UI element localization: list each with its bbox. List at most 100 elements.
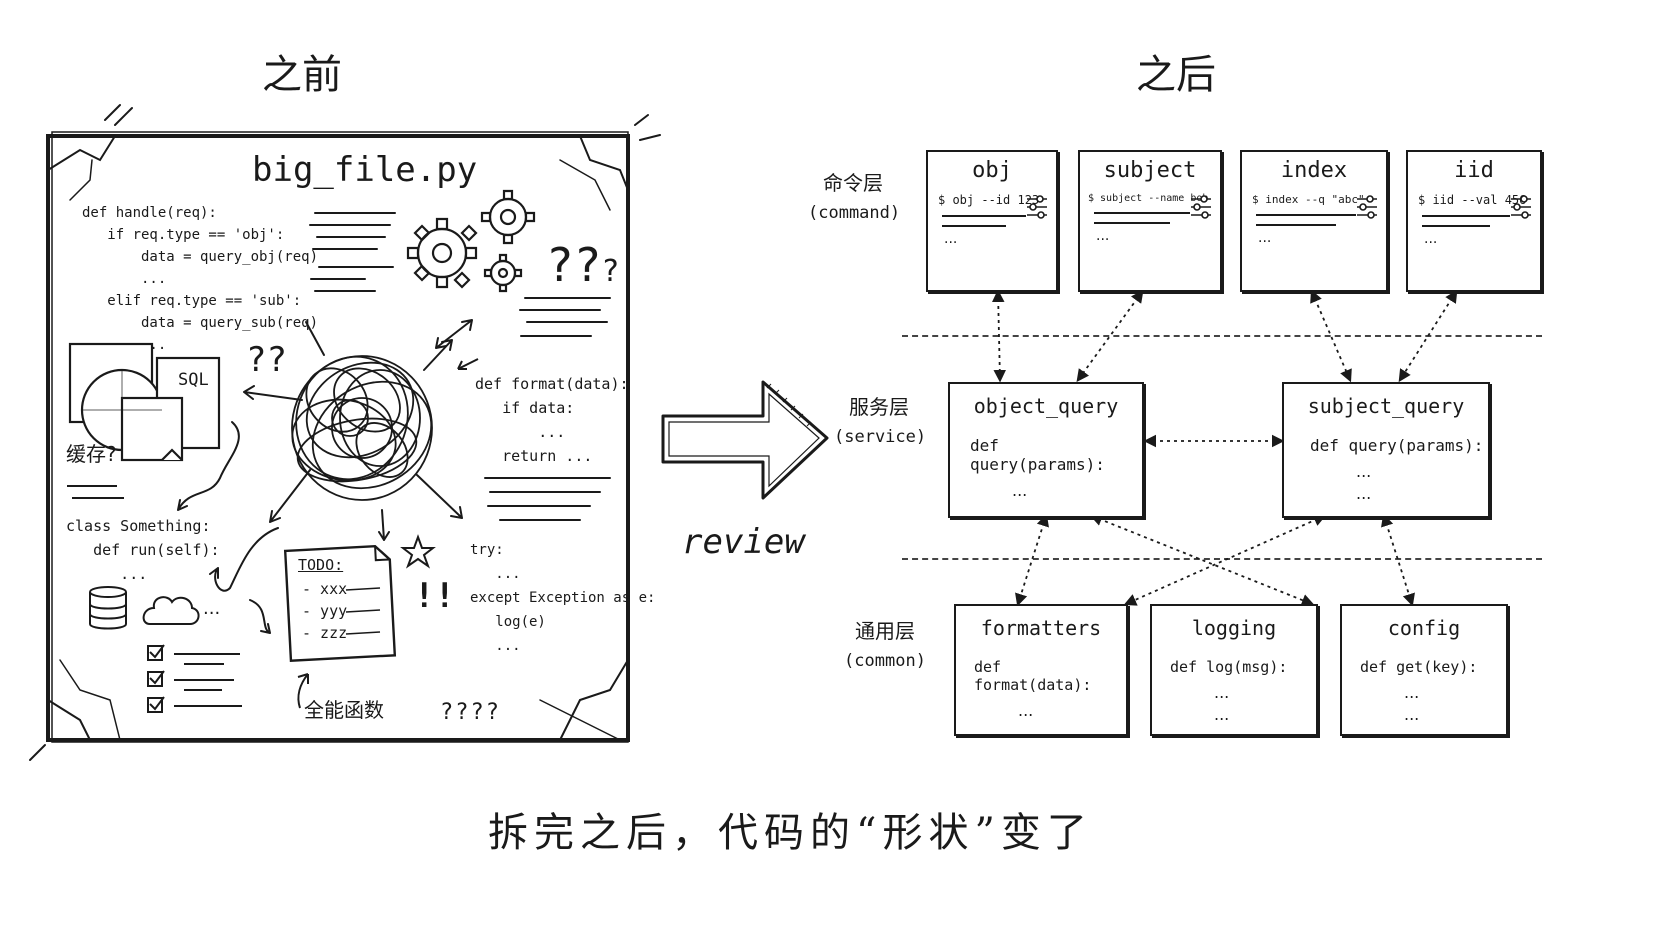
exclamation-marks: !! (414, 576, 455, 616)
omni-label: 全能函数 (304, 698, 384, 722)
command-ellipsis: ... (1096, 228, 1110, 244)
qq-big2: ? (601, 254, 620, 289)
text-rule (942, 215, 1026, 217)
scribble-icon (243, 321, 463, 541)
gears-icon (406, 189, 536, 293)
common-box-logging[interactable]: logging def log(msg): ...... (1150, 604, 1318, 736)
layer-command-en: (command) (808, 203, 901, 223)
command-name: obj (972, 158, 1012, 183)
question-marks-big: ??? (546, 238, 619, 292)
command-name: index (1280, 158, 1348, 183)
code-handle: def handle(req): if req.type == 'obj': d… (82, 205, 319, 353)
ellipsis-line: ... (1012, 481, 1028, 500)
text-rule (1094, 212, 1190, 214)
ellipsis-line: ... (1356, 462, 1372, 481)
layer-label-common: 通用层 (common) (840, 616, 930, 676)
ellipsis-line: ... (1214, 705, 1230, 724)
common-box-formatters[interactable]: formatters def format(data): ...... (954, 604, 1128, 742)
service-box-subject-query[interactable]: subject_query def query(params): ...... (1282, 382, 1490, 518)
cloud-icon (142, 596, 200, 625)
todo-note-icon (283, 544, 397, 663)
todo-title: TODO: (298, 556, 344, 574)
omni-arrow (297, 673, 309, 709)
question-marks-small: ?? (246, 340, 287, 380)
code-try: try: ... except Exception as e: log(e) .… (470, 542, 656, 654)
layer-label-service: 服务层 (service) (834, 392, 927, 452)
command-box-iid[interactable]: iid $ iid --val 456 ... (1406, 150, 1542, 292)
after-title: 之后 (1136, 52, 1216, 98)
common-box-config[interactable]: config def get(key): ...... (1340, 604, 1508, 736)
common-ellipsis: ...... (1214, 682, 1316, 726)
todo-item-2: - yyy (302, 602, 348, 620)
common-code: def format(data): (974, 658, 1092, 694)
file-name: big_file.py (252, 150, 478, 190)
database-icon (89, 586, 127, 630)
ellipsis-line: ... (1404, 705, 1420, 724)
command-ellipsis: ... (944, 231, 958, 247)
sql-label: SQL (178, 370, 209, 390)
service-code: def query(params): (970, 436, 1105, 474)
cache-label: 缓存? (66, 442, 117, 466)
service-ellipsis: ...... (1356, 461, 1488, 505)
checklist-icon (147, 644, 242, 713)
command-ellipsis: ... (1424, 231, 1438, 247)
text-rules-right2 (484, 477, 611, 521)
text-rule (1256, 224, 1336, 226)
question-marks-bottom: ???? (440, 700, 501, 725)
caption: 拆完之后，代码的“形状”变了 (488, 810, 1093, 856)
command-name: iid (1454, 158, 1494, 183)
command-name: subject (1103, 158, 1197, 183)
layer-common-en: (common) (844, 651, 926, 671)
text-rule (942, 225, 1006, 227)
command-line: $ subject --name bob (1088, 193, 1209, 204)
review-arrow-icon (661, 380, 829, 500)
service-name: object_query (973, 394, 1119, 418)
command-line: $ index --q "abc" (1252, 193, 1365, 206)
text-rules-left (67, 485, 124, 499)
todo-item-3: - zzz (302, 624, 348, 642)
command-line: $ iid --val 456 (1418, 193, 1527, 207)
common-code: def get(key): (1360, 658, 1478, 676)
common-ellipsis: ...... (1404, 682, 1506, 726)
double-arrow-top (435, 319, 473, 349)
before-frame (29, 104, 661, 761)
service-code: def query(params): (1310, 436, 1484, 455)
cloud-ellipsis: ... (203, 598, 221, 619)
service-ellipsis: ...... (1012, 480, 1142, 524)
code-class: class Something: def run(self): ... (66, 517, 220, 583)
qq-big: ?? (546, 238, 602, 292)
layer-label-command: 命令层 (command) (808, 168, 901, 228)
ellipsis-line: ... (1018, 701, 1034, 720)
text-rules-top (309, 212, 396, 292)
common-code: def log(msg): (1170, 658, 1288, 676)
sliders-icon (1027, 195, 1047, 219)
ellipsis-line: ... (1214, 683, 1230, 702)
review-label: review (682, 522, 805, 562)
common-name: formatters (980, 616, 1102, 640)
service-name: subject_query (1307, 394, 1465, 418)
squiggle-arrows (177, 421, 279, 634)
documents-icon (68, 342, 221, 462)
sliders-icon (1357, 195, 1377, 219)
todo-item-1: - xxx (302, 580, 348, 598)
ellipsis-line: ... (1356, 484, 1372, 503)
sliders-icon (1511, 195, 1531, 219)
command-box-obj[interactable]: obj $ obj --id 123 ... (926, 150, 1058, 292)
text-rules-right (519, 297, 611, 337)
text-rule (1094, 222, 1170, 224)
ellipsis-line: ... (1012, 503, 1028, 522)
connector-lines (991, 289, 1458, 607)
text-rule (1422, 215, 1510, 217)
layer-service-en: (service) (834, 427, 927, 447)
service-box-object-query[interactable]: object_query def query(params): ...... (948, 382, 1144, 522)
layer-divider-1 (902, 335, 1542, 337)
layer-command-cn: 命令层 (823, 171, 883, 195)
command-box-subject[interactable]: subject $ subject --name bob ... (1078, 150, 1222, 292)
arrow-small (457, 358, 479, 370)
command-box-index[interactable]: index $ index --q "abc" ... (1240, 150, 1388, 292)
command-ellipsis: ... (1258, 230, 1272, 246)
ellipsis-line: ... (1404, 683, 1420, 702)
layer-service-cn: 服务层 (849, 395, 909, 419)
text-rule (1256, 214, 1356, 216)
star-icon (400, 534, 436, 569)
